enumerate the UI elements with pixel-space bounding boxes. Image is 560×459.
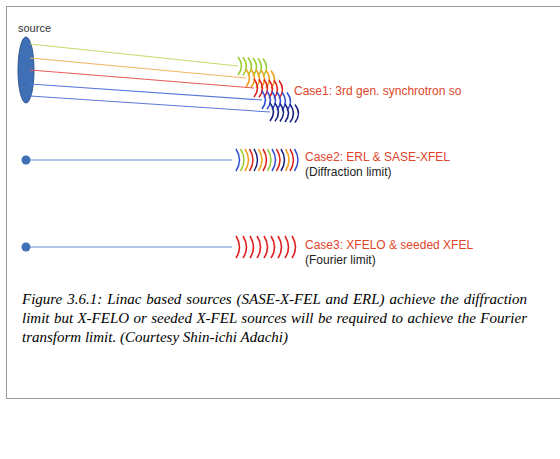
wavefront (285, 104, 289, 122)
frame (7, 7, 560, 399)
wavefront (278, 236, 282, 258)
ray (30, 159, 232, 160)
wavefront (277, 149, 281, 171)
wavefront (243, 236, 247, 258)
wavefront (275, 103, 279, 121)
source-label: source (18, 21, 51, 35)
small-source (22, 243, 31, 252)
wavefront (264, 236, 268, 258)
wavefront (236, 236, 240, 258)
figure-caption: Figure 3.6.1: Linac based sources (SASE-… (22, 290, 527, 347)
wavefront (236, 149, 240, 171)
wavefront (254, 79, 258, 97)
wavefront (251, 69, 255, 87)
wavefront (263, 149, 267, 171)
wavefront (280, 104, 284, 122)
wavefront (295, 105, 299, 123)
ray (30, 246, 232, 247)
wavefront (267, 91, 271, 109)
wavefront (292, 236, 296, 258)
case-label: Case1: 3rd gen. synchrotron so (294, 84, 461, 98)
wavefront (257, 236, 261, 258)
ray (30, 58, 246, 78)
wavefront (238, 57, 242, 75)
wavefront (250, 236, 254, 258)
small-source (22, 156, 31, 165)
wavefronts (30, 44, 299, 258)
wavefront (246, 69, 250, 87)
wavefront (286, 149, 290, 171)
ray (30, 84, 262, 100)
wavefront (295, 149, 299, 171)
wavefront (259, 149, 263, 171)
wavefront (254, 149, 258, 171)
case-note: (Fourier limit) (305, 253, 376, 267)
ray (30, 70, 254, 88)
wavefront (285, 236, 289, 258)
wavefront (262, 91, 266, 109)
wavefront (268, 149, 272, 171)
wavefront (272, 149, 276, 171)
wavefront (243, 57, 247, 75)
wavefront (281, 149, 285, 171)
wavefront (290, 104, 294, 122)
ray (30, 96, 270, 112)
case-note: (Diffraction limit) (305, 165, 391, 179)
ray (30, 44, 238, 66)
wavefront (270, 103, 274, 121)
wavefront (250, 149, 254, 171)
wavefront (245, 149, 249, 171)
case-label: Case2: ERL & SASE-XFEL (305, 150, 450, 164)
case-label: Case3: XFELO & seeded XFEL (305, 238, 473, 252)
wavefront (271, 236, 275, 258)
wavefront (290, 149, 294, 171)
wavefront (259, 79, 263, 97)
wavefront (241, 149, 245, 171)
